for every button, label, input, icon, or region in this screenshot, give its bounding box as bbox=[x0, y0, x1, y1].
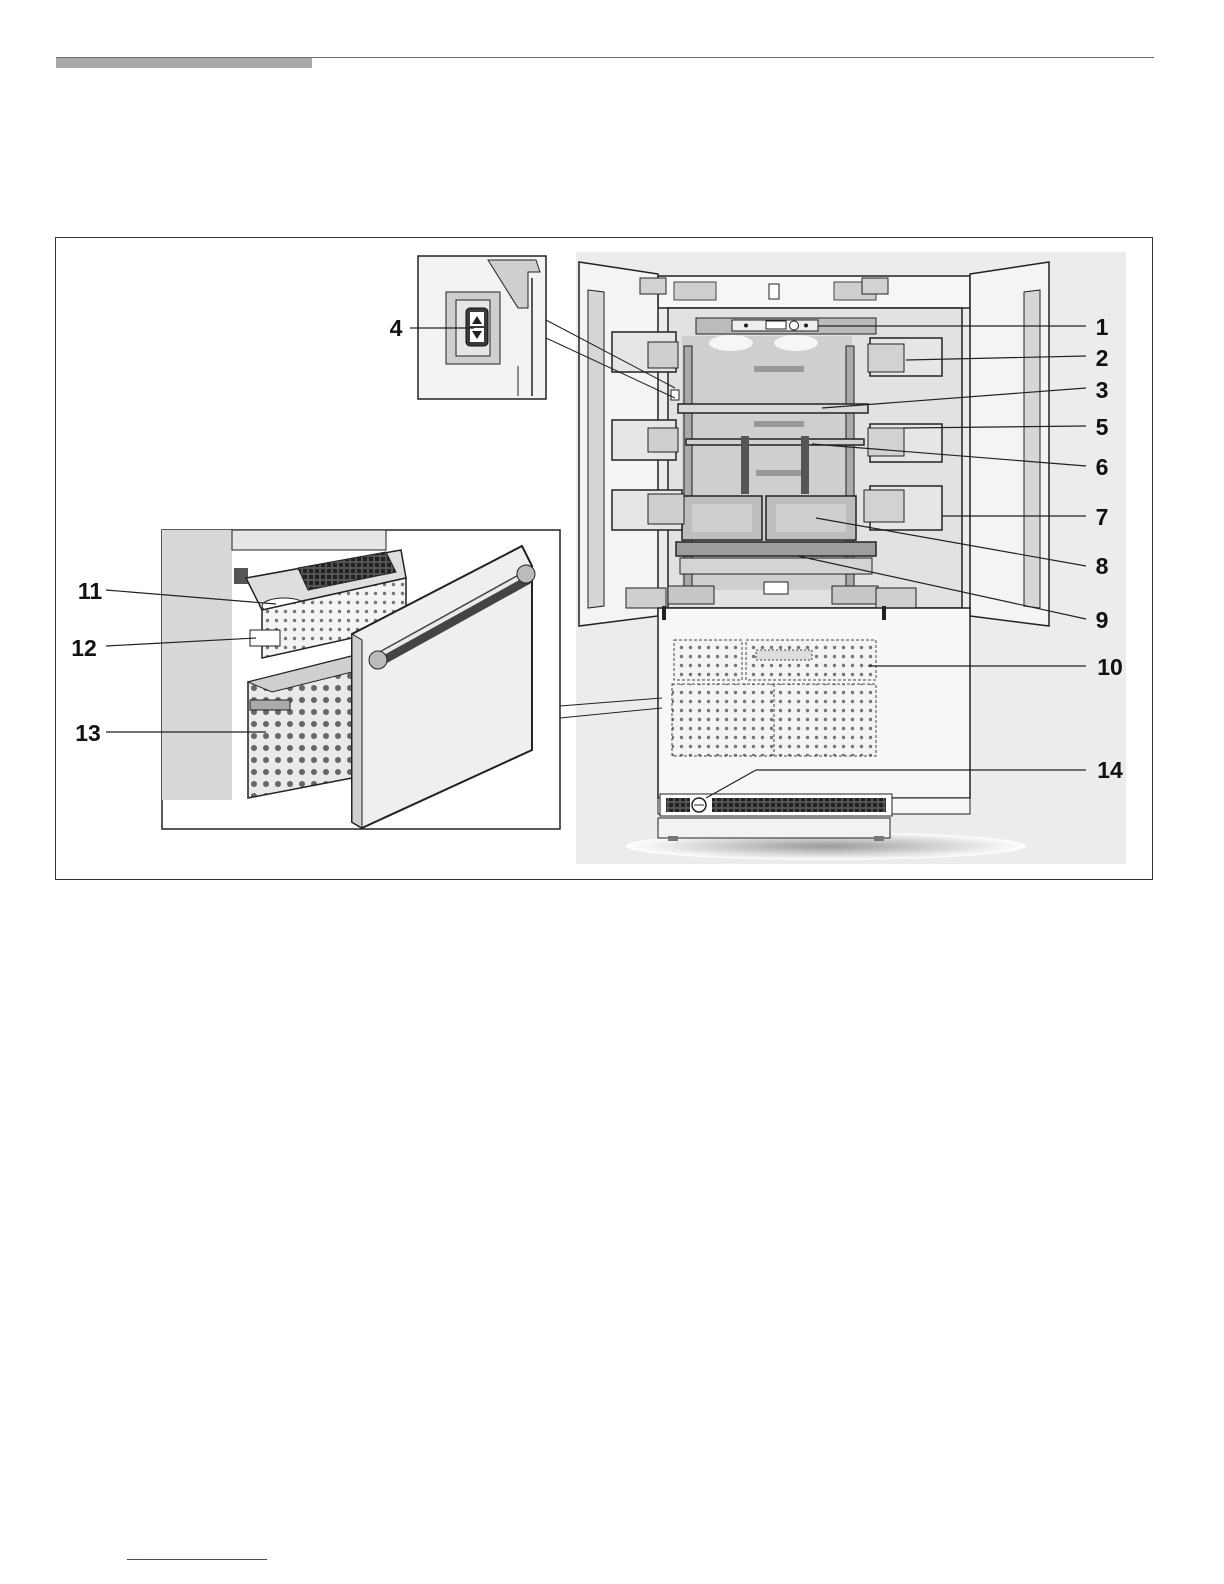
left-door-bin-lower-front bbox=[648, 494, 684, 524]
callout-5: 5 bbox=[1096, 414, 1109, 440]
callout-8: 8 bbox=[1096, 553, 1109, 579]
foot-right bbox=[874, 836, 884, 841]
right-door-top-hinge bbox=[862, 278, 888, 294]
control-panel-button bbox=[790, 321, 799, 330]
shelf-support bbox=[801, 436, 809, 494]
callout-1: 1 bbox=[1096, 314, 1109, 340]
bottom-hinge-right bbox=[832, 586, 878, 604]
crisper-front-right bbox=[776, 504, 846, 532]
inset-handle-end-left bbox=[369, 651, 387, 669]
callout-10: 10 bbox=[1097, 654, 1123, 680]
left-door-bottom-hinge bbox=[626, 588, 666, 608]
freezer-ice-tray bbox=[674, 640, 742, 680]
left-door-top-hinge bbox=[640, 278, 666, 294]
control-panel-display bbox=[766, 321, 786, 329]
freezer-basket-handle bbox=[756, 650, 812, 660]
right-door-gasket bbox=[1024, 290, 1040, 608]
shelf-handle bbox=[756, 470, 801, 476]
left-door-gasket bbox=[588, 290, 604, 608]
left-door-bin-upper-front bbox=[648, 342, 678, 368]
base-plinth bbox=[658, 818, 890, 838]
callout-3: 3 bbox=[1096, 377, 1109, 403]
callout-4: 4 bbox=[390, 315, 403, 341]
interior-light-left bbox=[709, 335, 753, 351]
crisper-front-left bbox=[692, 504, 752, 532]
foot-left bbox=[668, 836, 678, 841]
interior-vent bbox=[764, 582, 788, 594]
callout-2: 2 bbox=[1096, 345, 1109, 371]
freezer-drawer-corner bbox=[882, 606, 886, 620]
freezer-drawer-corner bbox=[662, 606, 666, 620]
interior-light-right bbox=[774, 335, 818, 351]
door-switch-small bbox=[671, 390, 679, 400]
glass-shelf-lower bbox=[686, 439, 864, 445]
footer-link-underline bbox=[127, 1559, 267, 1560]
left-door-bin-middle-front bbox=[648, 428, 678, 452]
shelf-handle bbox=[754, 421, 804, 427]
callout-14: 14 bbox=[1097, 757, 1123, 783]
bottom-hinge-left bbox=[668, 586, 714, 604]
header-tab-bar bbox=[56, 58, 312, 68]
top-hinge-cover-left bbox=[674, 282, 716, 300]
callout-12: 12 bbox=[71, 635, 97, 661]
grille-left bbox=[666, 798, 690, 812]
right-door-bottom-hinge bbox=[876, 588, 916, 608]
inset-lower-basket-rail bbox=[250, 700, 290, 710]
figure-frame: 1 2 3 4 5 6 7 8 9 10 11 12 13 bbox=[55, 237, 1153, 880]
callout-11: 11 bbox=[78, 578, 103, 604]
inset-cabinet-top bbox=[232, 530, 386, 550]
control-panel-indicator bbox=[744, 324, 748, 328]
right-door-bin-lower-front bbox=[864, 490, 904, 522]
callout-7: 7 bbox=[1096, 504, 1109, 530]
inset-cabinet-side bbox=[162, 530, 232, 800]
toe-kick-grille bbox=[712, 798, 886, 812]
glass-shelf-upper bbox=[678, 404, 868, 413]
right-door-bin-upper-front bbox=[868, 344, 904, 372]
inset-drawer-front-edge bbox=[352, 634, 362, 828]
callout-13: 13 bbox=[75, 720, 101, 746]
refrigerator-diagram: 1 2 3 4 5 6 7 8 9 10 11 12 13 bbox=[56, 238, 1154, 881]
right-door-bin-middle-front bbox=[868, 428, 904, 456]
inset-drawer-slide bbox=[234, 568, 248, 584]
top-logo-badge bbox=[769, 284, 779, 299]
control-panel-indicator bbox=[804, 324, 808, 328]
inset-handle-end-right bbox=[517, 565, 535, 583]
callout-9: 9 bbox=[1096, 607, 1109, 633]
bottom-shelf bbox=[676, 542, 876, 556]
shelf-support bbox=[741, 436, 749, 494]
shelf-handle bbox=[754, 366, 804, 372]
callout-6: 6 bbox=[1096, 454, 1109, 480]
